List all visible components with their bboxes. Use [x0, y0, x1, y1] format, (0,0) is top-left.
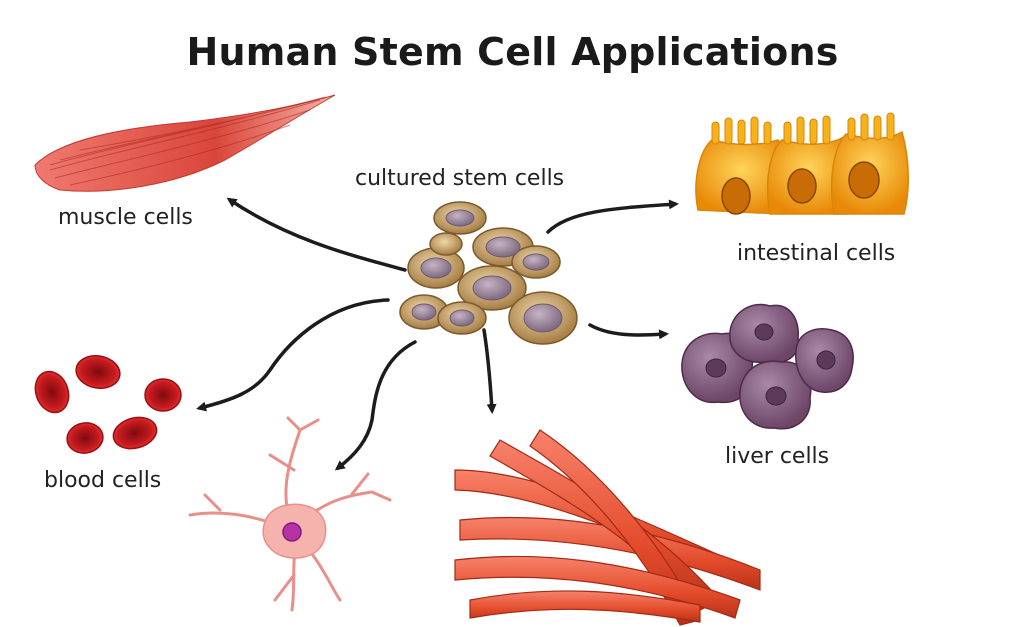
arrow-to-neuron: [334, 340, 417, 471]
intestinal-cells-label: intestinal cells: [737, 241, 896, 266]
liver-cells-label: liver cells: [725, 444, 830, 469]
arrow-to-muscle-fibers: [482, 328, 497, 414]
blood-cells-label: blood cells: [44, 468, 162, 493]
arrow-to-intestinal-cells: [546, 199, 679, 234]
arrow-to-liver-cells: [588, 323, 669, 340]
blood-cells-illustration: [34, 355, 182, 454]
muscle-cells-illustration: [34, 94, 336, 192]
neuron-illustration: [188, 416, 392, 612]
arrow-to-muscle-cells: [226, 197, 407, 272]
page-title: Human Stem Cell Applications: [186, 30, 839, 74]
intestinal-cells-illustration: [695, 112, 909, 215]
arrow-to-blood-cells: [196, 298, 390, 412]
muscle-cells-label: muscle cells: [58, 205, 193, 230]
stem-cells-label: cultured stem cells: [355, 166, 565, 191]
liver-cells-illustration: [681, 303, 854, 430]
muscle-fibers-illustration: [454, 429, 761, 626]
stem-cells-cluster: [399, 201, 578, 345]
